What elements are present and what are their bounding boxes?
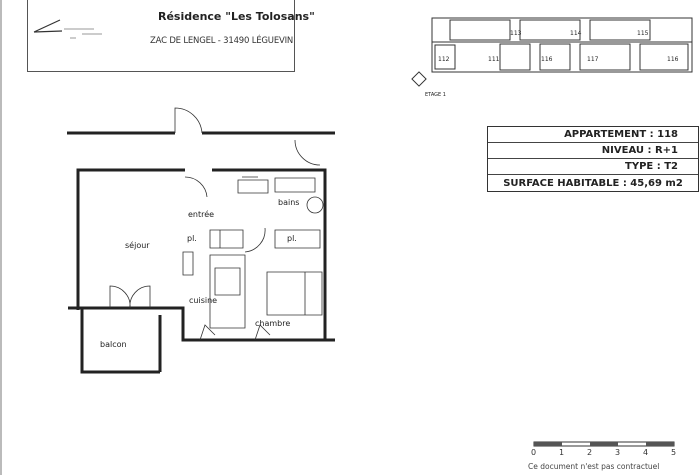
scale-bar — [533, 441, 675, 447]
header-box — [27, 0, 295, 72]
unit-label: 115 — [637, 30, 649, 37]
scale-tick: 5 — [671, 448, 677, 457]
unit-label: 113 — [510, 30, 522, 37]
disclaimer: Ce document n'est pas contractuel — [528, 462, 660, 471]
info-level: NIVEAU : R+1 — [488, 143, 698, 159]
unit-label: 111 — [488, 56, 500, 63]
fixtures — [109, 107, 324, 341]
scale-tick: 3 — [615, 448, 621, 457]
scale-tick: 2 — [587, 448, 593, 457]
company-logo — [33, 19, 102, 39]
unit-label: 116 — [667, 56, 679, 63]
unit-label: 117 — [587, 56, 599, 63]
room-entree: entrée — [188, 209, 214, 219]
residence-address: ZAC DE LENGEL - 31490 LÉGUEVIN — [150, 36, 294, 46]
unit-label: 114 — [570, 30, 582, 37]
apartment-info-table: APPARTEMENT : 118 NIVEAU : R+1 TYPE : T2… — [487, 126, 699, 192]
residence-title: Résidence "Les Tolosans" — [158, 10, 315, 23]
room-balcon: balcon — [100, 340, 127, 349]
room-cuisine: cuisine — [189, 296, 217, 305]
room-chambre: chambre — [255, 319, 290, 328]
floor-label: ETAGE 1 — [425, 92, 446, 98]
walls — [67, 131, 335, 374]
unit-label: 116 — [541, 56, 553, 63]
room-placard: pl. — [187, 234, 197, 243]
scale-tick: 4 — [643, 448, 649, 457]
floor-plan: séjour entrée bains pl. pl. cuisine cham… — [67, 107, 335, 374]
info-surface: SURFACE HABITABLE : 45,69 m2 — [503, 177, 683, 189]
unit-label: 112 — [438, 56, 450, 63]
info-apartment: APPARTEMENT : 118 — [488, 127, 698, 143]
info-type: TYPE : T2 — [488, 159, 698, 175]
scale-tick: 0 — [531, 448, 537, 457]
room-placard: pl. — [287, 234, 297, 243]
site-plan: 113 114 115 112 111 116 117 116 ETAGE 1 — [411, 17, 693, 98]
room-bains: bains — [278, 198, 299, 207]
room-sejour: séjour — [125, 240, 150, 250]
page-edge — [0, 0, 2, 475]
scale-tick: 1 — [559, 448, 565, 457]
